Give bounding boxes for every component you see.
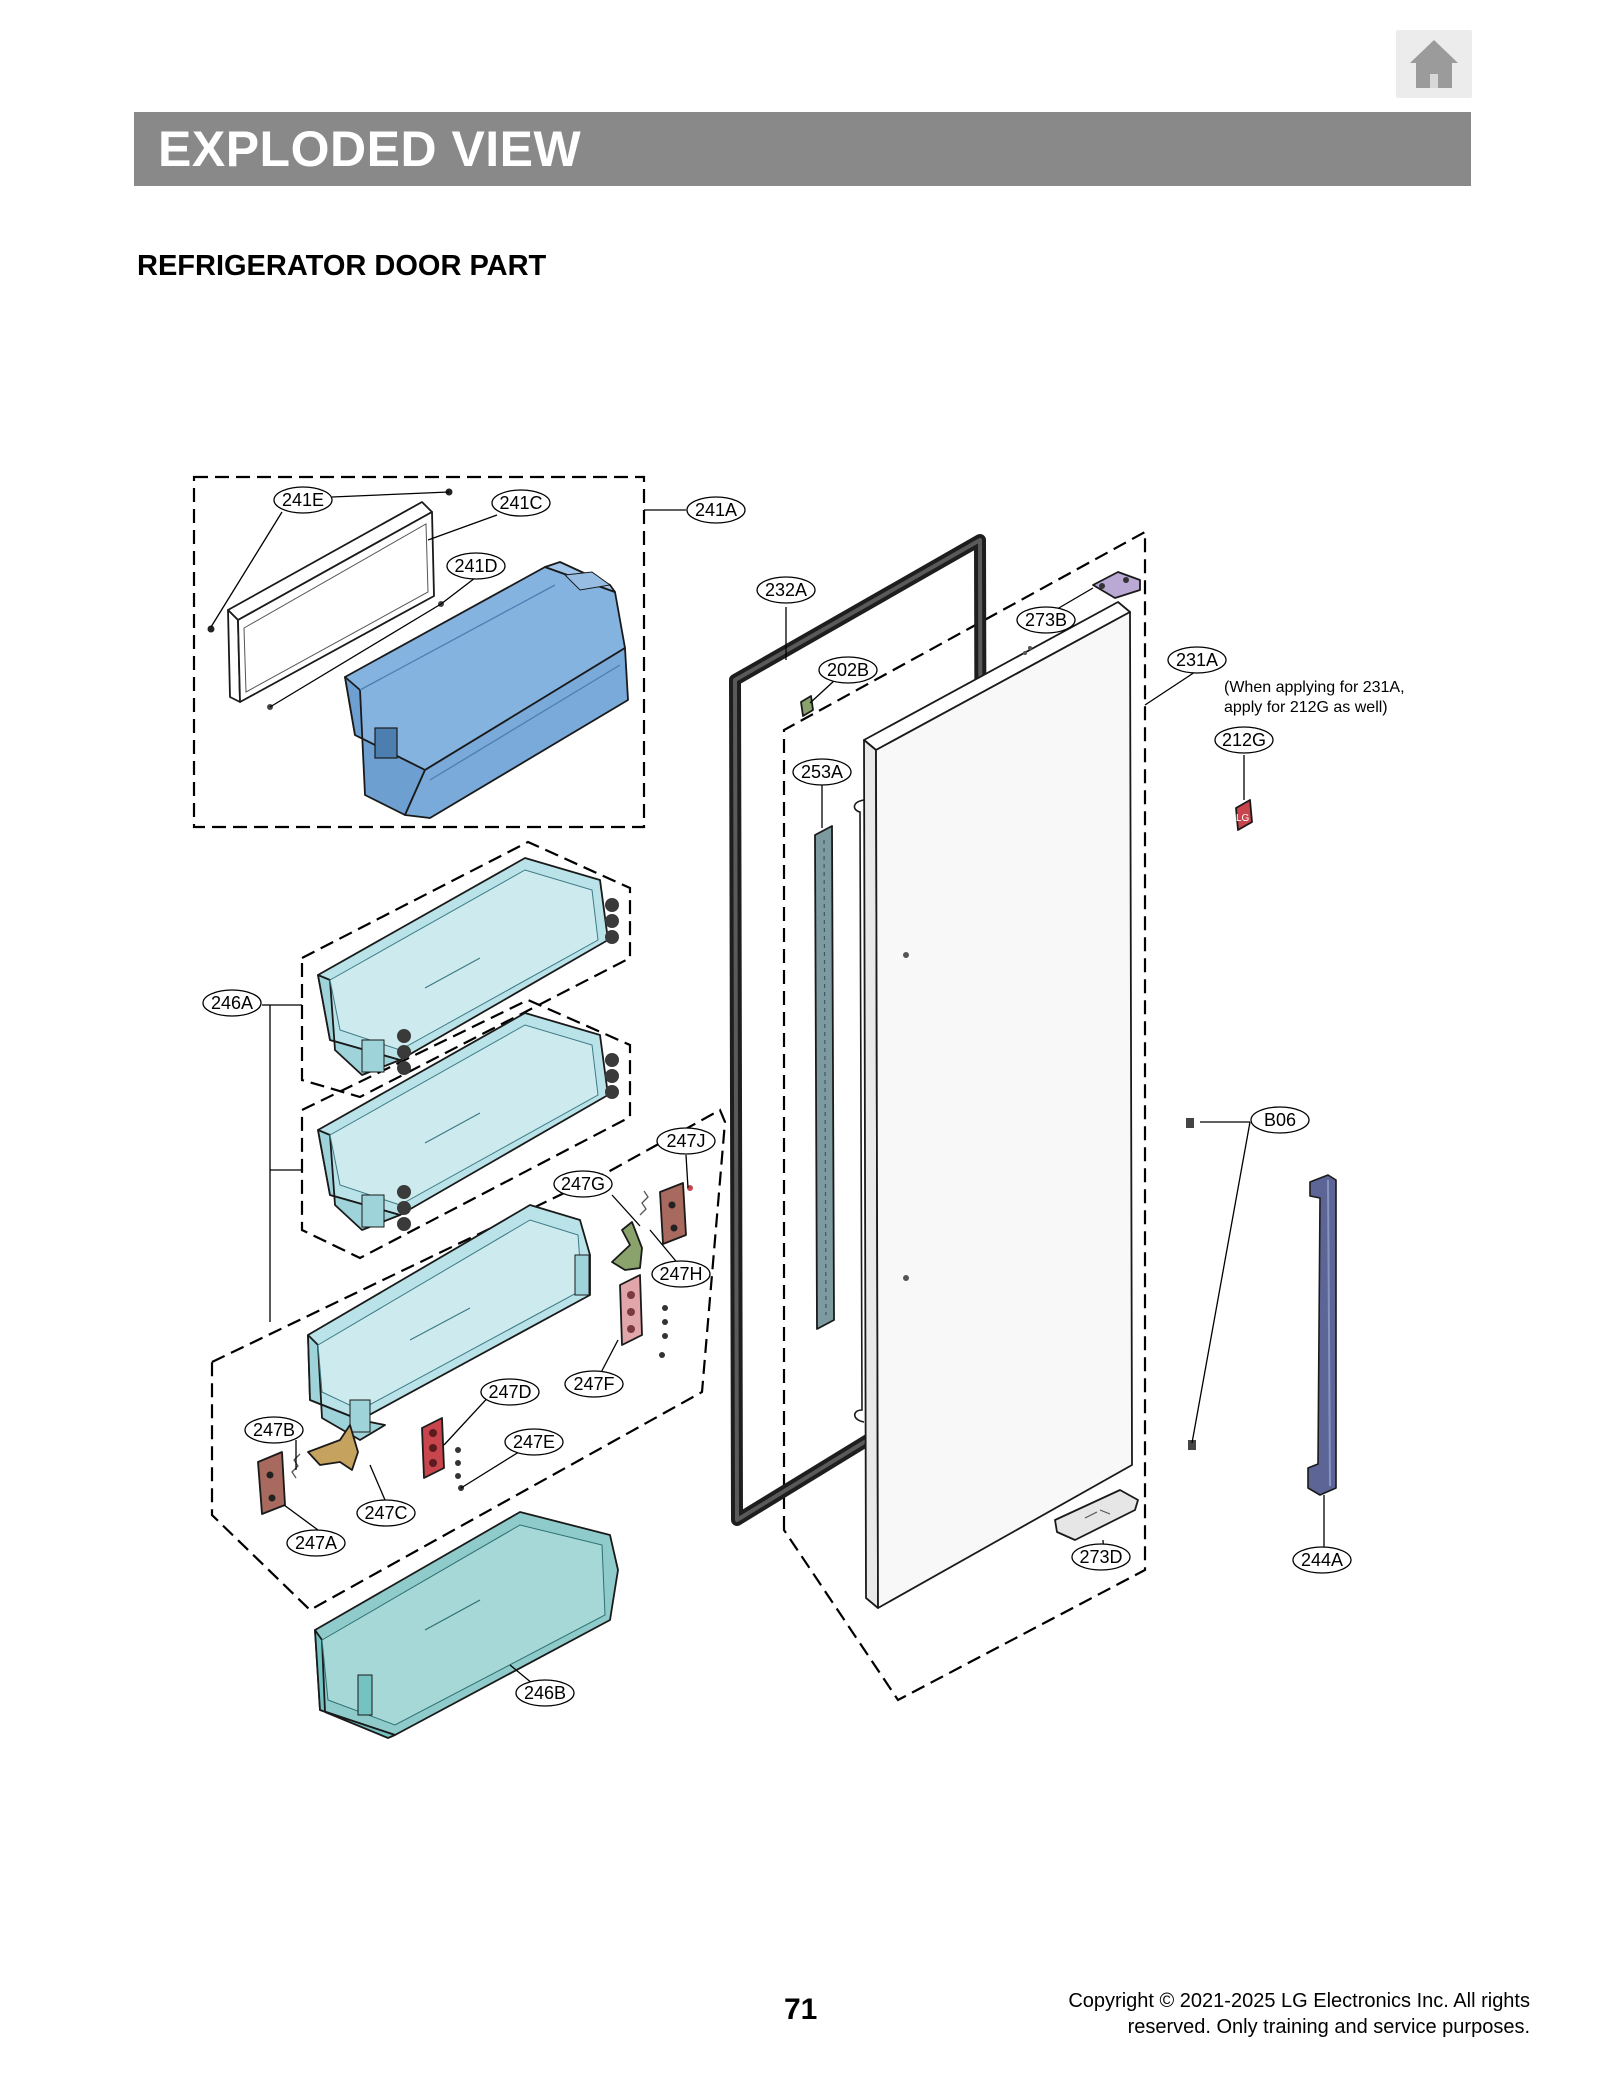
svg-text:273D: 273D [1079,1547,1122,1567]
callout-247G: 247G [553,1170,613,1198]
callout-247C: 247C [356,1499,416,1527]
callout-244A: 244A [1292,1546,1352,1574]
callout-246A: 246A [202,989,262,1017]
hinge-273B [1092,571,1141,599]
svg-text:247H: 247H [659,1264,702,1284]
svg-text:231A: 231A [1176,650,1218,670]
screw-B06 [1186,1118,1196,1450]
svg-text:241C: 241C [499,493,542,513]
callout-247A: 247A [286,1529,346,1557]
callout-241C: 241C [491,489,551,517]
svg-text:202B: 202B [827,660,869,680]
callout-247H: 247H [651,1260,711,1288]
svg-text:247F: 247F [573,1374,614,1394]
leader-lines [210,491,1325,1694]
screws-247H [659,1305,668,1358]
lg-badge: LG [1235,799,1253,831]
callout-241A: 241A [686,496,746,524]
callout-232A: 232A [756,576,816,604]
svg-text:247E: 247E [513,1432,555,1452]
screws-247E [455,1447,464,1491]
door-bar-253A [814,825,835,1330]
bracket-247G [611,1221,643,1271]
copyright-line2: reserved. Only training and service purp… [1127,2016,1530,2038]
svg-text:212G: 212G [1222,730,1266,750]
group-box-bin-middle [300,998,632,1260]
door-bin-upper [317,857,619,1076]
svg-text:273B: 273B [1025,610,1067,630]
callout-B06: B06 [1250,1106,1310,1134]
svg-text:247C: 247C [364,1503,407,1523]
header-bar: EXPLODED VIEW [134,112,1471,186]
svg-text:246A: 246A [211,993,253,1013]
callout-247F: 247F [564,1370,624,1398]
door-handle [1307,1174,1337,1496]
badge-logo-text: LG [1236,813,1250,824]
callout-247J: 247J [656,1127,716,1155]
svg-text:241E: 241E [282,490,324,510]
svg-text:232A: 232A [765,580,807,600]
callout-212G: 212G [1214,726,1274,754]
group-box-bin-upper [300,840,632,1099]
callout-241D: 241D [446,552,506,580]
svg-text:253A: 253A [801,762,843,782]
page-title: EXPLODED VIEW [158,121,582,177]
note-231A-line2: apply for 212G as well) [1224,699,1388,716]
svg-text:244A: 244A [1301,1550,1343,1570]
callouts: 241E 241C 241A 241D 232A 273B 202B 231A … [202,486,1352,1707]
svg-text:241A: 241A [695,500,737,520]
callout-246B: 246B [515,1679,575,1707]
svg-text:247A: 247A [295,1533,337,1553]
note-231A-line1: (When applying for 231A, [1224,679,1405,696]
door-bin-lower [307,1204,591,1441]
callout-273B: 273B [1016,606,1076,634]
cap-247D [421,1417,445,1479]
door-bin-middle [317,1012,619,1231]
page-number: 71 [784,1993,818,2026]
svg-text:247G: 247G [561,1174,605,1194]
door-bin-246B [314,1511,619,1739]
spring-202B [800,695,814,717]
svg-text:247D: 247D [488,1382,531,1402]
callout-253A: 253A [792,758,852,786]
cap-247F [619,1274,643,1346]
callout-247D: 247D [480,1378,540,1406]
callout-273D: 273D [1071,1543,1131,1571]
svg-text:B06: B06 [1264,1110,1296,1130]
hinge-273D [1054,1489,1139,1541]
copyright-line1: Copyright © 2021-2025 LG Electronics Inc… [1068,1990,1530,2012]
group-box-247 [210,1108,727,1612]
home-icon [1410,40,1458,88]
basket-241D [344,561,629,819]
svg-text:247J: 247J [666,1131,705,1151]
glass-shelf [227,501,435,703]
group-box-231A [782,530,1147,1702]
callout-202B: 202B [818,656,878,684]
svg-text:246B: 246B [524,1683,566,1703]
home-button[interactable] [1396,30,1472,98]
door-body [853,601,1133,1609]
section-title: REFRIGERATOR DOOR PART [137,250,547,282]
callout-247B: 247B [244,1416,304,1444]
holder-247J [659,1182,693,1245]
callout-247E: 247E [504,1428,564,1456]
holder-247A [257,1451,286,1515]
callout-231A: 231A [1167,646,1227,674]
bracket-247C [307,1424,359,1471]
svg-text:247B: 247B [253,1420,295,1440]
copyright-text: Copyright © 2021-2025 LG Electronics Inc… [1068,1988,1530,2040]
svg-text:241D: 241D [454,556,497,576]
callout-241E: 241E [273,486,333,514]
